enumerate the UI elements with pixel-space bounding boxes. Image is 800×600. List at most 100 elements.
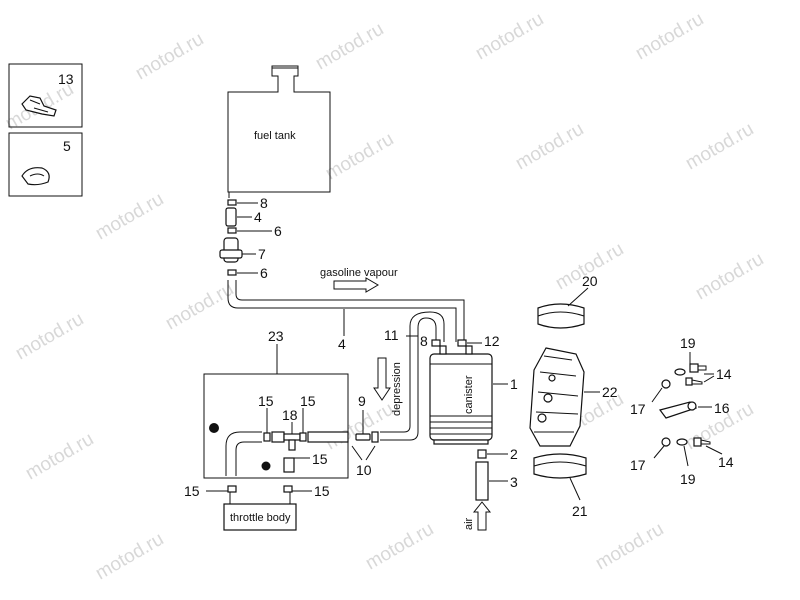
leader-10 <box>351 445 376 461</box>
depression-arrow <box>373 357 391 401</box>
clamp-15-throttle-right <box>283 485 293 493</box>
watermark: motod.ru <box>312 19 387 75</box>
throttle-body-label: throttle body <box>230 512 291 524</box>
watermark-layer: motod.ru motod.ru motod.ru motod.ru moto… <box>2 9 767 585</box>
leader-14-upper <box>703 373 715 383</box>
bullet-lower <box>261 461 271 471</box>
callout-18: 18 <box>282 407 298 423</box>
fuel-tank-label: fuel tank <box>254 130 296 142</box>
hose-4-short <box>225 207 237 227</box>
leader-14-lower <box>705 445 723 455</box>
clamp-12 <box>457 339 467 347</box>
leader-21 <box>569 477 581 501</box>
connector-9 <box>355 433 371 441</box>
canister <box>429 345 493 445</box>
depression-label: depression <box>391 362 403 416</box>
callout-23: 23 <box>268 328 284 344</box>
callout-17-upper: 17 <box>630 401 646 417</box>
hose-11-outer <box>380 317 437 441</box>
clamp-21 <box>533 453 587 479</box>
hose-4-inner <box>235 280 465 342</box>
callout-14-lower: 14 <box>718 454 734 470</box>
bent-hose <box>225 431 262 476</box>
callout-15-throttle-right: 15 <box>314 483 330 499</box>
watermark: motod.ru <box>92 189 167 245</box>
stud-16 <box>658 401 698 419</box>
callout-8-top: 8 <box>260 195 268 211</box>
clamp-20 <box>537 303 585 329</box>
callout-13: 13 <box>58 71 74 87</box>
watermark: motod.ru <box>12 309 87 365</box>
washer-upper <box>674 368 686 376</box>
callout-8-canister: 8 <box>420 333 428 349</box>
air-arrow <box>472 501 492 531</box>
callout-2: 2 <box>510 446 518 462</box>
callout-16: 16 <box>714 400 730 416</box>
bracket-22 <box>529 347 585 447</box>
washer-lower <box>676 438 688 446</box>
clamp-6-bottom <box>227 269 237 276</box>
throttle-body <box>223 503 297 531</box>
watermark: motod.ru <box>132 29 207 85</box>
fitting-2 <box>477 449 487 459</box>
nut-17-lower <box>661 437 671 447</box>
callout-19-upper: 19 <box>680 335 696 351</box>
callout-15-mid: 15 <box>300 393 316 409</box>
bolt-19-upper <box>689 363 707 373</box>
callout-15-left: 15 <box>258 393 274 409</box>
watermark: motod.ru <box>592 519 667 575</box>
callout-11: 11 <box>384 327 399 343</box>
tee-18 <box>283 433 301 451</box>
callout-5: 5 <box>63 138 71 154</box>
watermark: motod.ru <box>682 119 757 175</box>
cap-icon <box>21 167 50 186</box>
callout-12: 12 <box>484 333 500 349</box>
watermark: motod.ru <box>692 249 767 305</box>
leader-17-upper <box>651 387 663 403</box>
vapour-arrow <box>333 277 379 293</box>
callout-1: 1 <box>510 376 518 392</box>
bullet-left <box>209 423 219 433</box>
gasoline-vapour-label: gasoline vapour <box>320 267 398 279</box>
box-23 <box>203 373 349 479</box>
leader-17-lower <box>653 445 665 459</box>
clamp-15-left <box>263 432 271 442</box>
leader-19-lower <box>683 445 689 467</box>
callout-9: 9 <box>358 393 366 409</box>
hose-right <box>307 431 349 443</box>
inset-box-5 <box>8 132 83 197</box>
clamp-15-mid <box>299 432 307 442</box>
hose-4-outer <box>227 280 457 342</box>
callout-15-throttle-left: 15 <box>184 483 200 499</box>
callout-7: 7 <box>258 246 266 262</box>
callout-3: 3 <box>510 474 518 490</box>
clamp-6-top <box>227 227 237 234</box>
callout-20: 20 <box>582 273 598 289</box>
watermark: motod.ru <box>162 279 237 335</box>
watermark: motod.ru <box>322 129 397 185</box>
callout-19-lower: 19 <box>680 471 696 487</box>
hose-short <box>271 431 285 443</box>
leader-20 <box>567 287 589 307</box>
watermark: motod.ru <box>512 119 587 175</box>
valve-7 <box>219 237 243 263</box>
callout-6-bottom: 6 <box>260 265 268 281</box>
hose-11-inner <box>380 311 445 433</box>
canister-label: canister <box>463 375 475 414</box>
clamp-8-canister <box>431 339 441 347</box>
watermark: motod.ru <box>92 529 167 585</box>
watermark: motod.ru <box>22 429 97 485</box>
watermark: motod.ru <box>632 9 707 65</box>
nut-17-upper <box>661 379 671 389</box>
callout-22: 22 <box>602 384 618 400</box>
throttle-pipes <box>229 492 291 504</box>
watermark: motod.ru <box>472 9 547 65</box>
callout-4-top: 4 <box>254 209 262 225</box>
bolt-14-upper <box>685 377 703 386</box>
clamp-10 <box>371 431 379 443</box>
callout-4-main: 4 <box>338 336 346 352</box>
callout-21: 21 <box>572 503 588 519</box>
hose-3 <box>475 461 489 501</box>
